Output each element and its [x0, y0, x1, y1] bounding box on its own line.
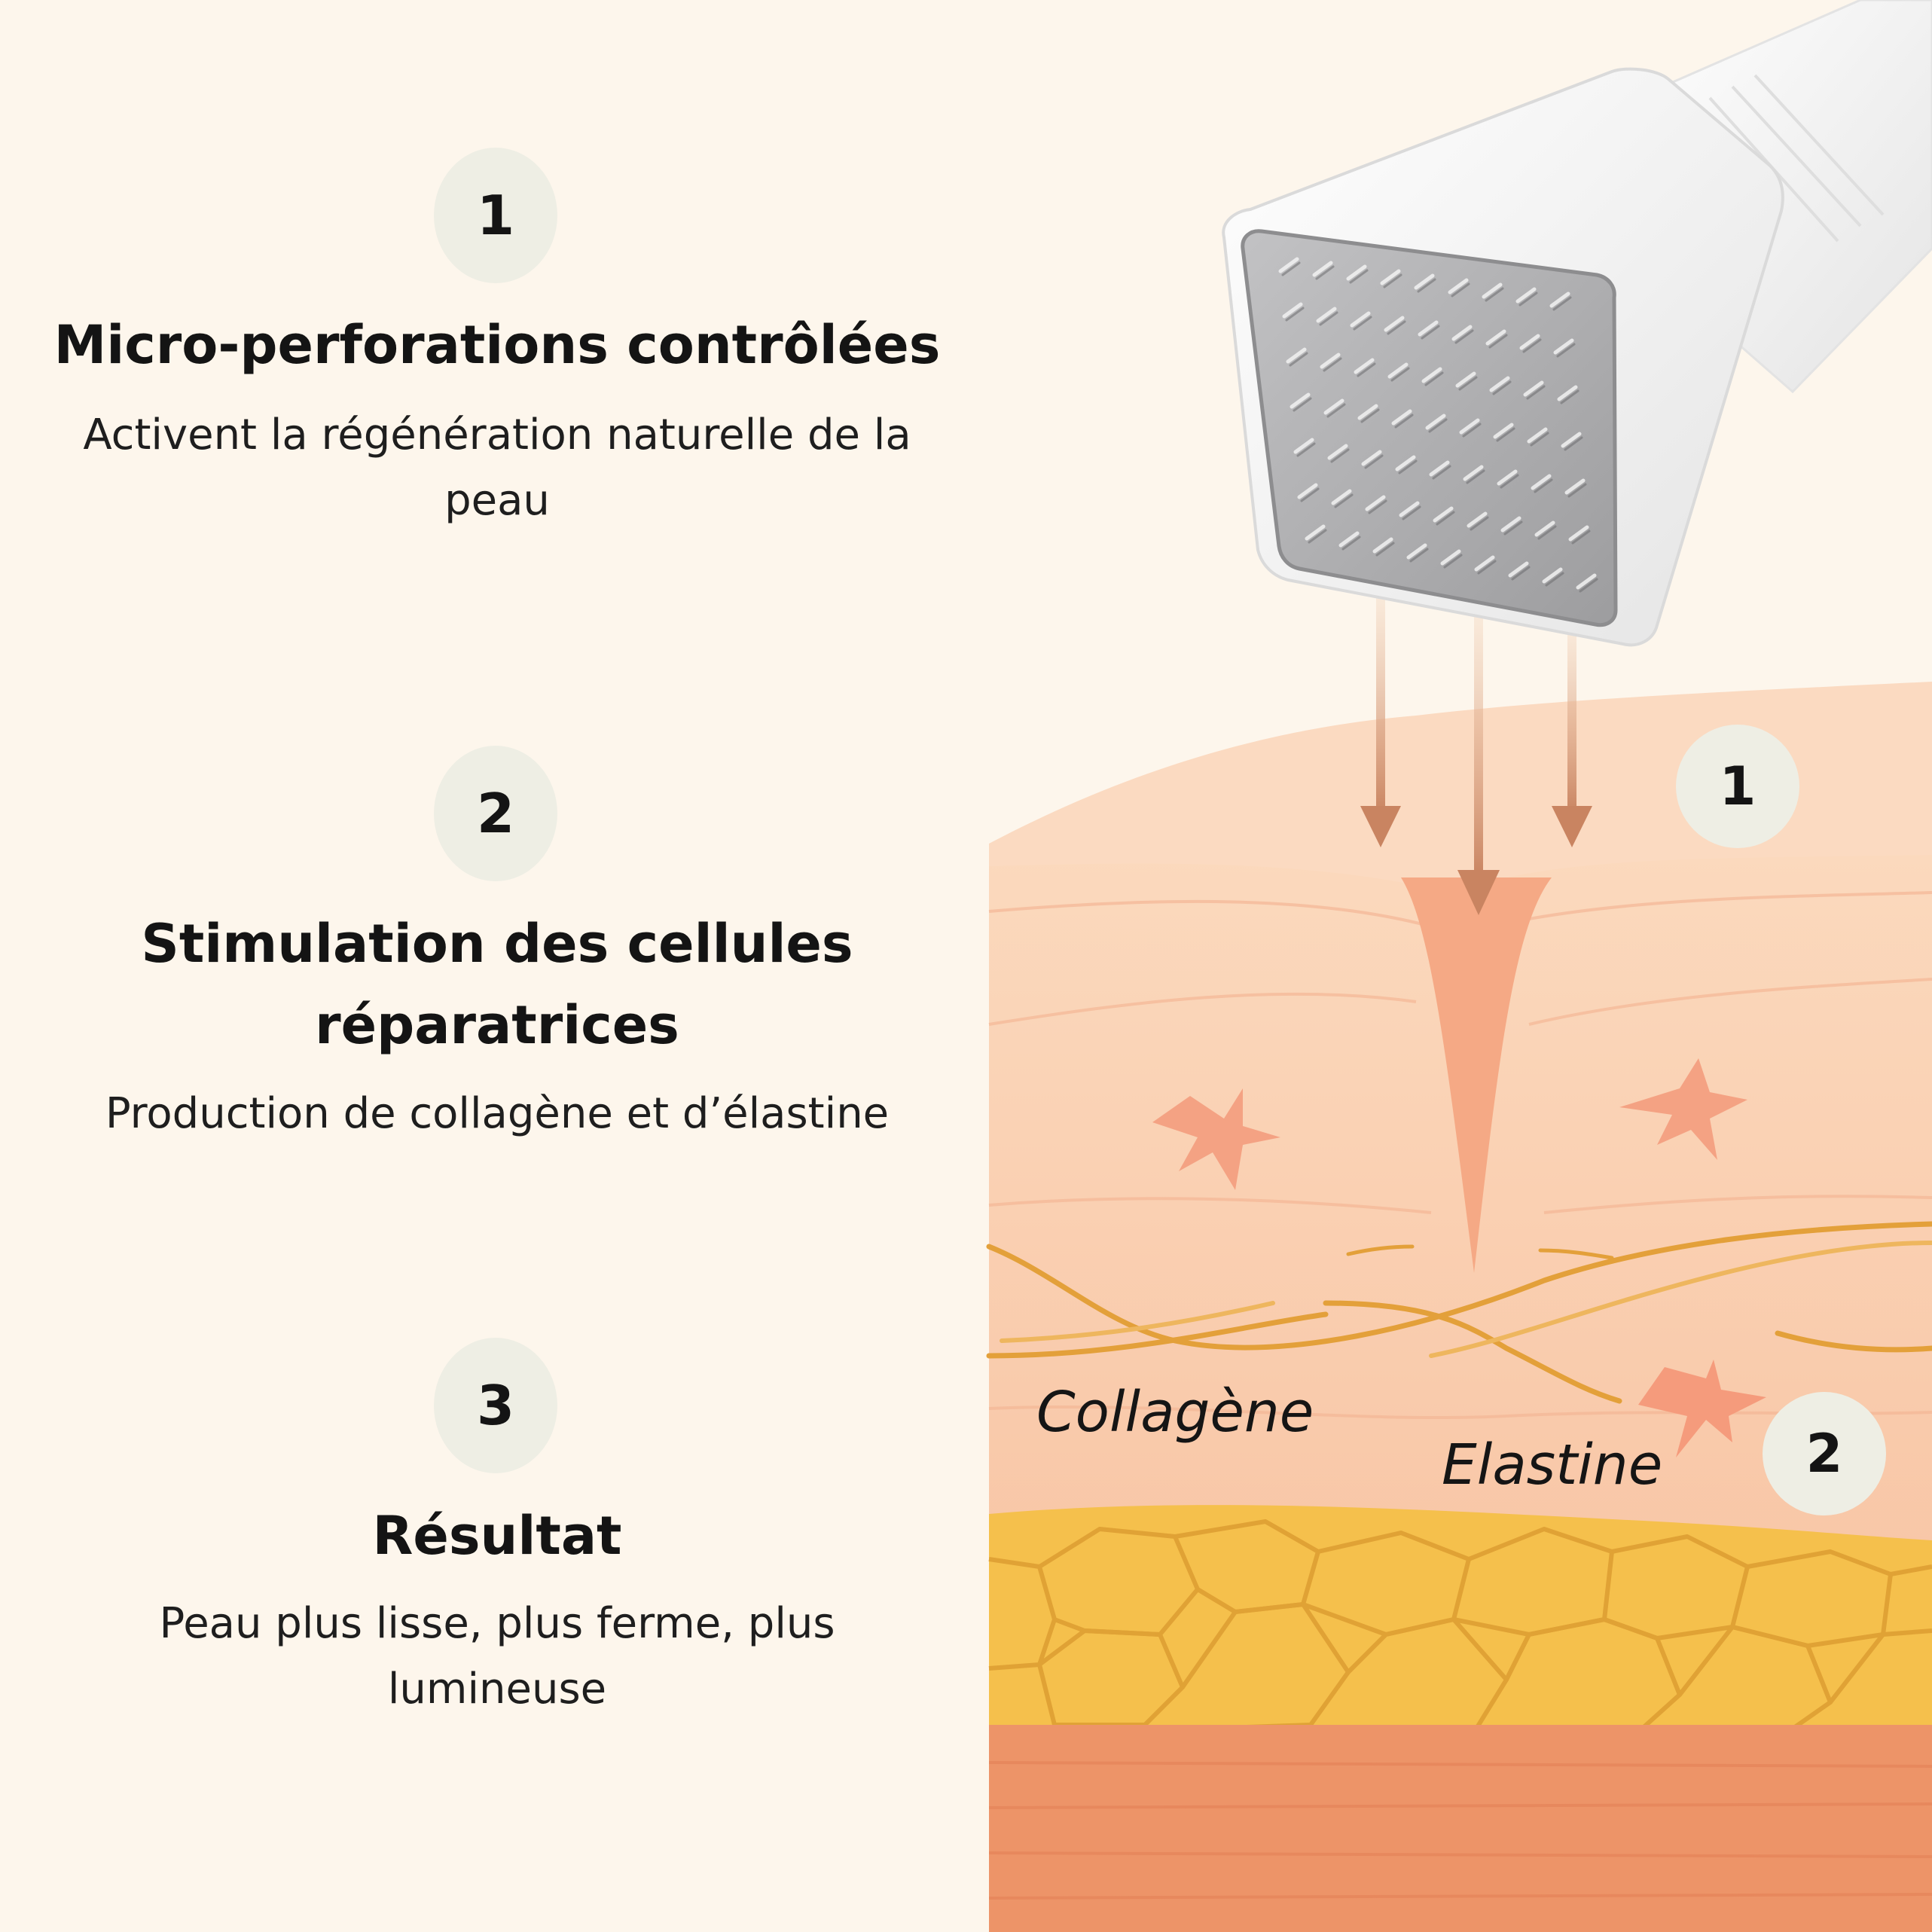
- steps-column: 1 Micro-perforations contrôlées Activent…: [53, 148, 941, 1714]
- step-1-number-badge: 1: [434, 148, 557, 283]
- collagen-fibers: [986, 1221, 1932, 1404]
- step-2-number-badge: 2: [434, 746, 557, 881]
- collagen-label: Collagène: [1036, 1380, 1314, 1445]
- microneedle-device-icon: [1222, 0, 1932, 647]
- step-2-description: Production de collagène et d’élastine: [105, 1089, 890, 1138]
- micro-channel: [1401, 877, 1552, 1273]
- diagram-marker-2: 2: [1763, 1392, 1886, 1515]
- step-2-title: Stimulation des cellules réparatrices: [141, 913, 853, 1056]
- step-1-description: Activent la régénération naturelle de la…: [83, 411, 911, 525]
- fibroblast-star-icon: [1152, 1058, 1766, 1457]
- elastin-label: Elastine: [1442, 1433, 1663, 1497]
- step-1-title: Micro-perforations contrôlées: [53, 314, 941, 376]
- step-3-description: Peau plus lisse, plus ferme, plus lumine…: [159, 1599, 835, 1714]
- hypodermis-layer: [988, 1725, 1932, 1932]
- step-3-number-badge: 3: [434, 1338, 557, 1473]
- diagram-marker-1: 1: [1676, 725, 1799, 848]
- fat-cell-layer: [988, 1505, 1932, 1732]
- arrow-down-icon: [1360, 595, 1592, 915]
- step-3-title: Résultat: [372, 1505, 622, 1567]
